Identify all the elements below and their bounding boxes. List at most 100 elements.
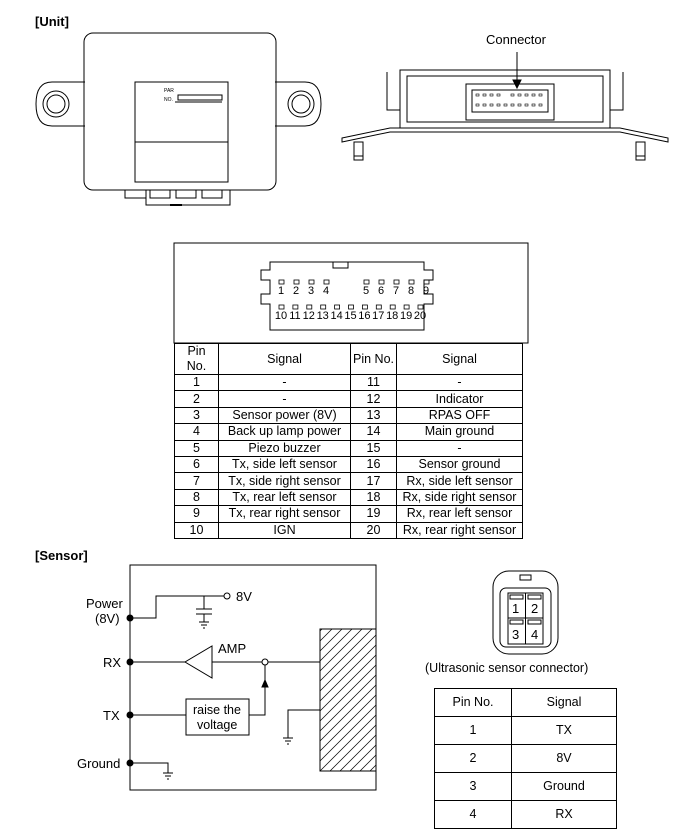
hatch-line	[160, 611, 320, 771]
pin-table-header: Pin No. Signal Pin No. Signal	[174, 343, 523, 375]
pin-number-label: 18	[386, 310, 398, 322]
pin-number-label: 1	[278, 285, 284, 297]
sensor-pin-4: 4	[531, 627, 538, 642]
hatch-line	[320, 654, 376, 712]
pin-number-label: 6	[378, 285, 384, 297]
pin-socket	[393, 279, 400, 285]
raise-line2: voltage	[197, 718, 237, 732]
table-cell: 3	[434, 772, 512, 801]
pin-socket	[334, 304, 341, 310]
pin-number-label: 17	[372, 310, 384, 322]
table-cell: Tx, side right sensor	[218, 472, 351, 490]
power-sub-label: (8V)	[95, 611, 120, 626]
sensor-pin-2: 2	[531, 601, 538, 616]
hatch-line	[320, 664, 376, 722]
pin-socket	[408, 279, 415, 285]
hatch-line	[320, 629, 333, 642]
hatch-line	[320, 629, 373, 682]
amp-triangle	[184, 645, 213, 679]
connector-label: Connector	[486, 32, 547, 47]
pin-number-label: 3	[308, 285, 314, 297]
pin-number-label: 15	[344, 310, 356, 322]
connector-caption: (Ultrasonic sensor connector)	[425, 661, 588, 675]
pin-socket	[378, 279, 385, 285]
pin-number-label: 13	[317, 310, 329, 322]
table-cell: 10	[174, 521, 219, 539]
table-cell: 4	[434, 800, 512, 829]
tx-label: TX	[103, 708, 120, 723]
pin-number-label: 9	[423, 285, 429, 297]
pin-socket	[308, 279, 315, 285]
pin-socket	[375, 304, 382, 310]
hatch-line	[320, 694, 376, 752]
table-cell: 18	[350, 488, 397, 507]
table-cell: 2	[434, 744, 512, 773]
pin-socket	[417, 304, 424, 310]
pin-connector-outline	[260, 261, 434, 331]
pin-socket	[278, 304, 285, 310]
pin-socket	[306, 304, 313, 310]
hatch-line	[329, 724, 376, 771]
transducer-block	[319, 628, 377, 772]
pin-number-label: 14	[330, 310, 342, 322]
no-label: NO.	[164, 97, 173, 103]
8v-label: 8V	[236, 589, 252, 604]
table-cell: TX	[511, 716, 617, 745]
table-cell: IGN	[218, 521, 351, 539]
hatch-line	[320, 714, 376, 771]
pin-socket	[389, 304, 396, 310]
tx-terminal	[126, 711, 134, 719]
hatch-line	[320, 644, 376, 702]
hatch-line	[320, 674, 376, 732]
pin-number-label: 11	[289, 310, 300, 322]
sensor-section-label: [Sensor]	[35, 548, 88, 563]
sensor-pin-1: 1	[512, 601, 519, 616]
pin-number-label: 2	[293, 285, 299, 297]
hatch-line	[320, 634, 376, 692]
ground-terminal	[126, 759, 134, 767]
unit-section-label: [Unit]	[35, 14, 69, 29]
raise-line1: raise the	[193, 703, 241, 717]
hatch-line	[339, 734, 376, 771]
pin-number-label: 7	[393, 285, 399, 297]
ultrasonic-connector	[492, 570, 559, 655]
table-cell: Tx, rear left sensor	[218, 488, 351, 507]
table-cell: Ground	[511, 772, 617, 801]
table-cell: RX	[511, 800, 617, 829]
sensor-header-pin: Pin No.	[434, 688, 512, 717]
pin-number-label: 10	[275, 310, 287, 322]
pin-socket	[323, 279, 330, 285]
hatch-line	[170, 611, 330, 771]
sensor-table-header: Pin No. Signal	[434, 688, 617, 717]
hatch-line	[320, 684, 376, 742]
pin-socket	[403, 304, 410, 310]
transducer-hatch	[160, 611, 376, 771]
pin-number-label: 8	[408, 285, 414, 297]
table-cell: 1	[434, 716, 512, 745]
part-label: PAR	[164, 88, 174, 94]
rx-label: RX	[103, 655, 121, 670]
unit-top-view	[35, 32, 322, 206]
table-cell: 17	[350, 472, 397, 490]
power-terminal	[126, 614, 134, 622]
pin-socket	[278, 279, 285, 285]
rx-terminal	[126, 658, 134, 666]
sensor-box	[129, 564, 377, 791]
side-connector-pins	[475, 93, 543, 107]
sensor-pin-3: 3	[512, 627, 519, 642]
table-cell: Tx, rear right sensor	[218, 505, 351, 523]
pin-socket	[348, 304, 354, 310]
hatch-line	[320, 629, 343, 652]
